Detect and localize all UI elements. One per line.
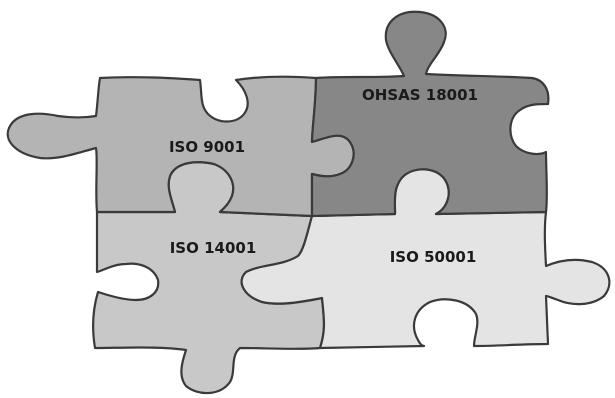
ohsas-18001-label: OHSAS 18001 — [362, 86, 478, 104]
iso-9001-piece — [6, 75, 355, 218]
ohsas-18001-piece — [310, 10, 550, 218]
iso-9001-label: ISO 9001 — [169, 138, 245, 156]
iso-50001-label: ISO 50001 — [390, 248, 477, 266]
iso-14001-label: ISO 14001 — [170, 239, 257, 257]
